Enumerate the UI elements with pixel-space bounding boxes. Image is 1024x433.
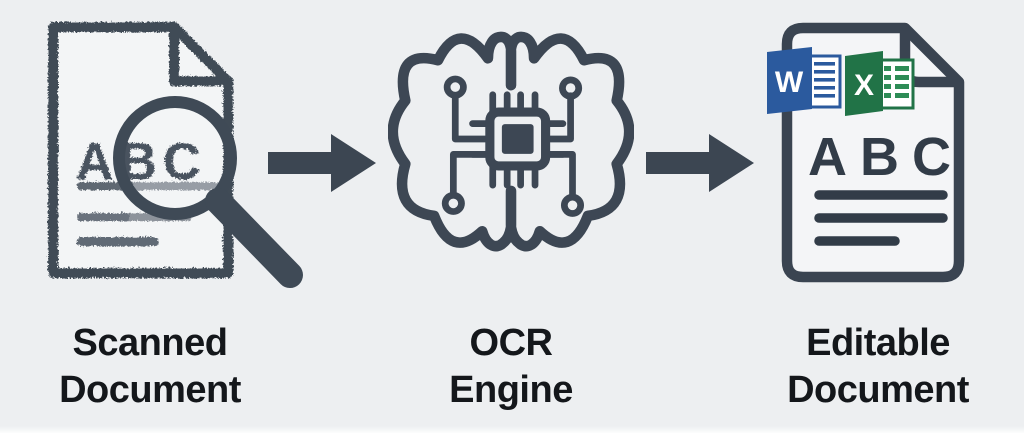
scan-line: [76, 181, 132, 189]
document-fold-corner: [168, 26, 227, 85]
editable-document-icon: ABC W: [767, 22, 965, 283]
scanned-abc-text: ABC: [75, 132, 206, 190]
label-line: OCR: [469, 322, 553, 364]
magnifier-icon: [113, 96, 303, 288]
label-line: Engine: [449, 369, 573, 411]
label-line: Document: [787, 369, 969, 411]
arrow-shape: [268, 134, 376, 192]
scan-line: [76, 236, 157, 245]
word-letter: W: [775, 66, 804, 99]
circuit-node: [441, 191, 465, 215]
circuit-node: [443, 75, 467, 99]
bottom-edge-highlight: [0, 426, 1024, 433]
arrow-right-icon: [646, 134, 754, 192]
arrow-shape: [646, 134, 754, 192]
label-line: Scanned: [72, 322, 228, 364]
cpu-chip-icon: [485, 107, 551, 171]
label-ocr-engine: OCR Engine: [396, 320, 626, 414]
text-lines: [814, 190, 948, 246]
scanned-document-icon: ABC: [47, 21, 303, 288]
excel-logo-icon: X: [845, 51, 915, 116]
brain-outline: [388, 31, 634, 252]
brain-chip-icon: [388, 31, 634, 252]
excel-letter: X: [854, 69, 874, 102]
label-editable-document: Editable Document: [738, 320, 1018, 414]
editable-abc-text: ABC: [808, 127, 964, 187]
magnifier-lens: [113, 96, 237, 220]
word-logo-icon: W: [767, 47, 842, 114]
label-line: Editable: [806, 322, 950, 364]
label-scanned-document: Scanned Document: [0, 320, 300, 414]
magnifier-handle: [205, 188, 303, 288]
arrow-right-icon: [268, 134, 376, 192]
scan-line: [76, 212, 128, 220]
circuit-node: [559, 76, 583, 100]
circuit-node: [560, 193, 585, 217]
label-line: Document: [59, 369, 241, 411]
